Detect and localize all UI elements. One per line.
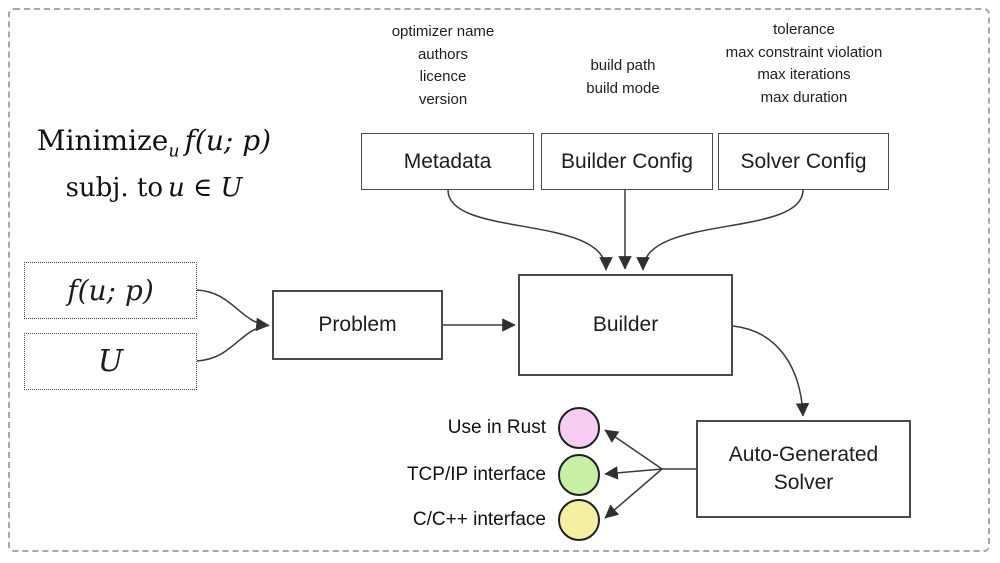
- note-line: optimizer name: [391, 23, 495, 40]
- arrow-objective-to-problem: [196, 289, 270, 332]
- arrow-solver-to-c: [604, 468, 663, 519]
- metadata-annotations: optimizer name authors licence version: [333, 21, 553, 111]
- note-line: authors: [417, 45, 469, 63]
- c-circle-icon: [558, 499, 600, 541]
- subject-expression: u ∈ U: [168, 172, 243, 203]
- problem-node-label: Problem: [318, 313, 397, 336]
- subject-prefix: subj. to: [65, 172, 163, 203]
- builder-config-node-label: Builder Config: [561, 149, 693, 173]
- metadata-node: Metadata: [361, 133, 534, 190]
- note-line: licence: [419, 68, 467, 85]
- arrow-metadata-to-builder: [447, 189, 613, 271]
- note-line: max duration: [760, 88, 848, 106]
- rust-interface-circle: [558, 407, 600, 449]
- builder-node-label: Builder: [592, 313, 659, 336]
- note-line: tolerance: [773, 21, 835, 38]
- constraint-set-label: U: [97, 344, 124, 379]
- minimize-word: Minimize: [36, 124, 169, 157]
- constraint-set-node: U: [24, 333, 197, 390]
- arrow-solver-to-rust: [604, 429, 663, 470]
- tcpip-interface-circle: [558, 454, 600, 496]
- problem-node: Problem: [272, 290, 443, 360]
- note-line: build path: [590, 57, 656, 74]
- objective-function-node: f(u; p): [24, 262, 197, 319]
- solver-label-line1: Auto-Generated: [728, 442, 879, 466]
- c-interface-circle: [558, 499, 600, 541]
- solver-label-line2: Solver: [773, 471, 834, 494]
- arrow-set-to-problem: [196, 324, 270, 362]
- objective-expression: f(u; p): [184, 124, 272, 157]
- solver-config-node: Solver Config: [718, 133, 889, 190]
- c-interface-label: C/C++ interface: [412, 509, 546, 530]
- arrow-solver-to-tcpip: [604, 466, 663, 480]
- arrow-solver-config-to-builder: [636, 189, 804, 271]
- note-line: version: [418, 90, 468, 108]
- auto-generated-solver-node: Auto-Generated Solver: [696, 420, 911, 518]
- minimize-subscript: u: [168, 141, 180, 162]
- arrow-builder-to-solver: [732, 325, 810, 417]
- solver-config-annotations: tolerance max constraint violation max i…: [689, 19, 919, 109]
- rust-interface-label: Use in Rust: [447, 417, 546, 438]
- metadata-node-label: Metadata: [403, 149, 492, 173]
- builder-config-annotations: build path build mode: [523, 55, 723, 100]
- auto-generated-solver-label: Auto-Generated Solver: [729, 441, 878, 498]
- tcpip-circle-icon: [558, 454, 600, 496]
- objective-function-label: f(u; p): [67, 274, 154, 307]
- rust-circle-icon: [558, 407, 600, 449]
- builder-node: Builder: [518, 274, 733, 376]
- note-line: max iterations: [757, 66, 851, 83]
- note-line: max constraint violation: [725, 43, 883, 61]
- tcpip-interface-label: TCP/IP interface: [406, 464, 546, 485]
- note-line: build mode: [586, 79, 660, 97]
- solver-config-node-label: Solver Config: [740, 149, 867, 173]
- builder-config-node: Builder Config: [541, 133, 713, 190]
